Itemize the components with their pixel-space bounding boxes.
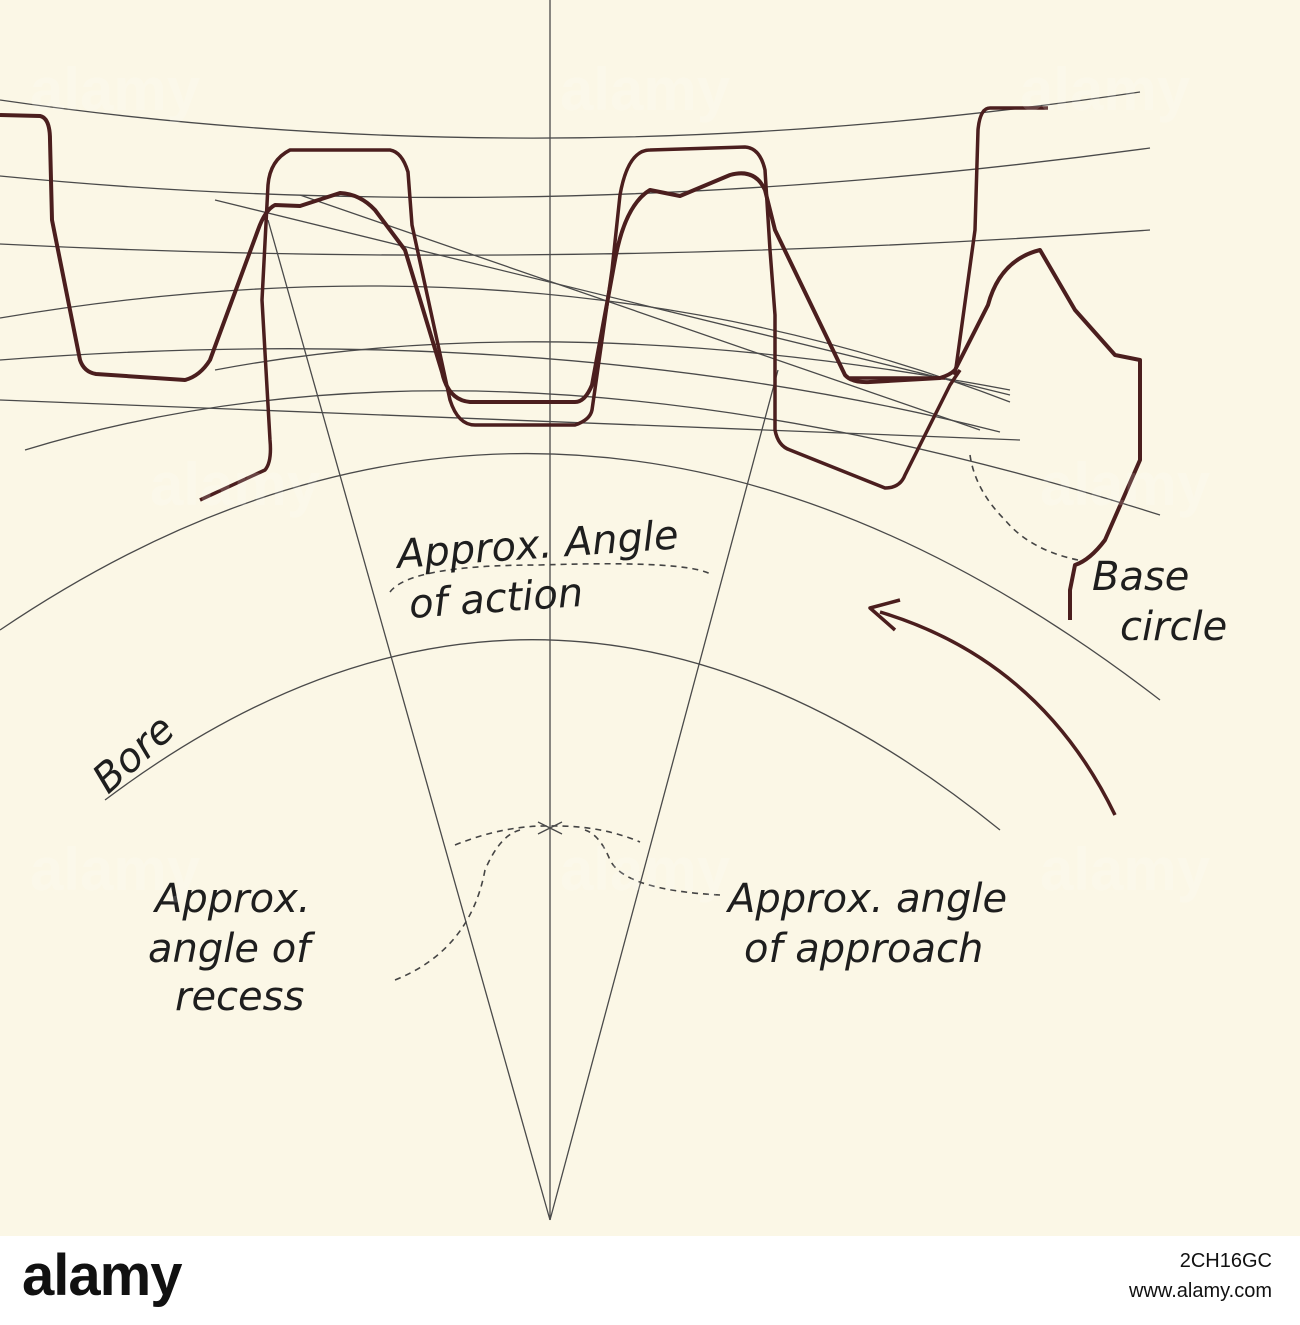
watermark-text: alamy xyxy=(30,836,201,903)
label-base-circle-line1: Base xyxy=(1092,554,1189,600)
watermark-text: alamy xyxy=(150,451,321,518)
leader-angle-of-action xyxy=(389,562,713,593)
watermark-text: alamy xyxy=(1040,451,1211,518)
circle-4 xyxy=(0,285,1011,403)
circle-pitch xyxy=(0,229,1151,256)
tangent-line-1 xyxy=(214,199,1011,396)
label-recess-line2: angle of xyxy=(148,926,316,972)
label-recess-line3: recess xyxy=(175,974,304,1020)
label-recess-line1: Approx. xyxy=(152,876,310,922)
watermark-text: alamy xyxy=(30,56,201,123)
gear-profile-lower xyxy=(199,145,962,502)
gear-profile-upper xyxy=(0,113,1142,620)
leader-approach xyxy=(584,829,721,896)
gear-diagram-svg: Approx. Angle of action Base circle Bore… xyxy=(0,0,1227,1221)
base-circle-arc xyxy=(0,452,1161,701)
watermark-text: alamy xyxy=(560,56,731,123)
gear-diagram: Approx. Angle of action Base circle Bore… xyxy=(0,0,1228,1221)
watermark-text: alamy xyxy=(1040,836,1211,903)
construction-circles xyxy=(0,91,1161,831)
circle-outer-1 xyxy=(0,91,1141,139)
label-angle-of-action-line2: of action xyxy=(407,570,584,628)
tangent-line-2 xyxy=(299,194,981,431)
watermark-text: alamy xyxy=(560,836,731,903)
leaders xyxy=(389,454,1079,981)
label-approach-line1: Approx. angle xyxy=(725,876,1007,922)
gear-teeth xyxy=(0,106,1142,620)
circle-6 xyxy=(24,390,1161,516)
rotation-arrow xyxy=(868,598,1117,816)
gear-profile-right xyxy=(953,106,1048,376)
watermark-layer: alamy alamy alamy alamy alamy alamy alam… xyxy=(30,56,1211,903)
label-base-circle-line2: circle xyxy=(1120,604,1227,650)
leader-recess xyxy=(394,829,521,981)
stock-footer: alamy 2CH16GC www.alamy.com xyxy=(0,1236,1300,1325)
leader-base-circle xyxy=(969,454,1079,561)
circle-root xyxy=(104,639,1001,831)
watermark-text: alamy xyxy=(1020,56,1191,123)
circle-5 xyxy=(0,348,1001,433)
label-angle-of-action-line1: Approx. Angle xyxy=(392,512,680,578)
site-url: www.alamy.com xyxy=(1129,1280,1272,1302)
rotation-arrow-head xyxy=(868,598,901,632)
bore-circle xyxy=(214,341,1011,391)
circle-outer-2 xyxy=(0,147,1151,199)
image-code: 2CH16GC xyxy=(1179,1250,1272,1272)
alamy-logo: alamy xyxy=(22,1243,182,1308)
label-approach-line2: of approach xyxy=(744,926,983,972)
radial-line-right xyxy=(549,369,779,1221)
label-bore: Bore xyxy=(84,706,184,802)
tangent-line-3 xyxy=(0,399,1021,441)
rotation-arrow-shaft xyxy=(879,610,1117,816)
radial-line-left xyxy=(267,219,551,1221)
angle-vertex-mark xyxy=(537,821,563,835)
